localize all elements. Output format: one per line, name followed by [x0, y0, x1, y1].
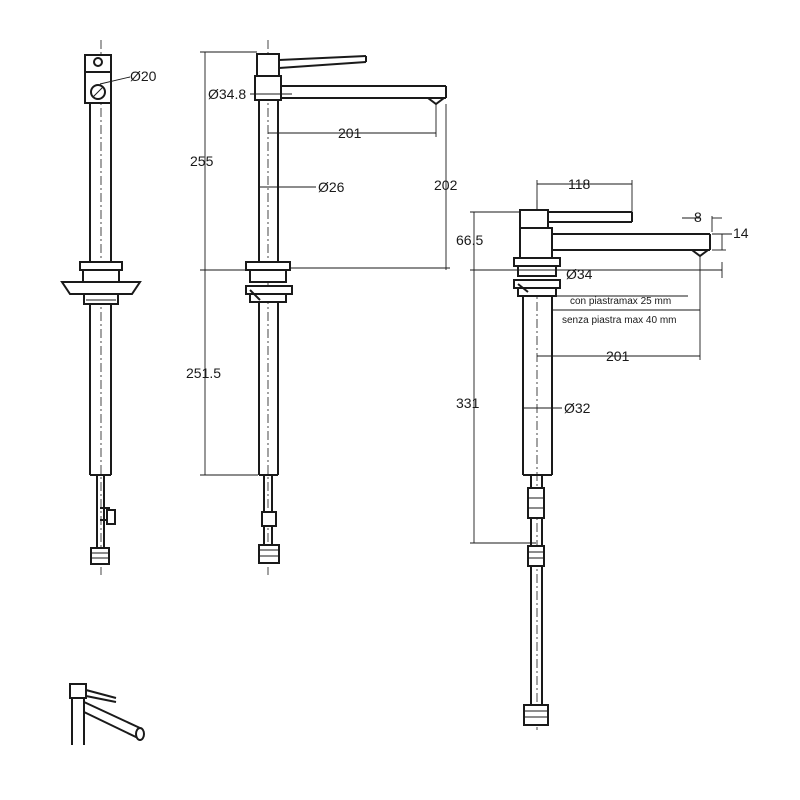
- perspective-thumbnail: [69, 683, 145, 745]
- right-view: 118 8 14 66.5 Ø34 con piastramax 25 mm s…: [456, 176, 749, 730]
- dimension-14-label: 14: [733, 225, 749, 241]
- note-no-plate-max-40: senza piastra max 40 mm: [562, 315, 677, 326]
- depth-251-5-label: 251.5: [186, 365, 221, 381]
- height-331-label: 331: [456, 395, 480, 411]
- height-202-label: 202: [434, 177, 458, 193]
- height-66-5-label: 66.5: [456, 232, 483, 248]
- diameter-32-label: Ø32: [564, 400, 591, 416]
- diameter-26-label: Ø26: [318, 179, 345, 195]
- length-201-side-label: 201: [606, 348, 630, 364]
- height-255-label: 255: [190, 153, 214, 169]
- width-118-label: 118: [568, 176, 591, 192]
- diameter-34-8-label: Ø34.8: [208, 86, 246, 102]
- diameter-20-label: Ø20: [130, 68, 157, 84]
- side-view: 255 Ø34.8 201 Ø26 202 251.5: [186, 40, 458, 575]
- length-201-top-label: 201: [338, 125, 362, 141]
- diameter-34-label: Ø34: [566, 266, 593, 282]
- note-plate-max-25: con piastramax 25 mm: [570, 296, 671, 307]
- width-8-label: 8: [694, 209, 702, 225]
- front-view: Ø20: [60, 40, 157, 575]
